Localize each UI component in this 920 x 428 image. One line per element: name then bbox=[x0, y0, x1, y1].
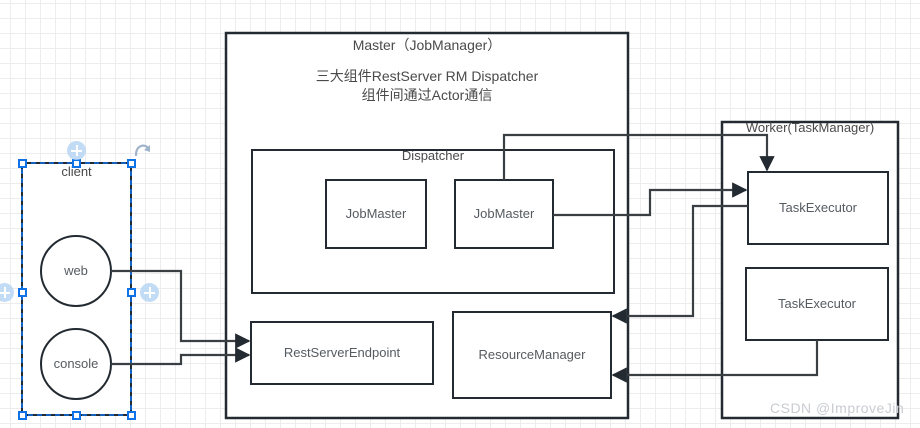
resource-manager-box[interactable] bbox=[452, 311, 612, 399]
connector-web-to-rest-server[interactable] bbox=[111, 269, 251, 349]
selection-handle-bottom-center[interactable] bbox=[72, 411, 81, 420]
selection-handle-top-center[interactable] bbox=[72, 159, 81, 168]
task-executor-box-1[interactable] bbox=[747, 171, 889, 245]
jobmaster-box-1[interactable] bbox=[325, 179, 427, 249]
connector-jobmaster-to-task-executor-1[interactable] bbox=[553, 182, 748, 217]
client-console-circle[interactable] bbox=[40, 328, 112, 400]
client-web-circle[interactable] bbox=[40, 235, 112, 307]
plus-icon-left[interactable] bbox=[0, 283, 14, 302]
jobmaster-box-2[interactable] bbox=[454, 179, 554, 249]
task-executor-box-2[interactable] bbox=[745, 267, 889, 341]
dispatcher-box[interactable] bbox=[251, 149, 615, 294]
connector-task-executor-2-to-resource-manager[interactable] bbox=[611, 340, 819, 383]
plus-icon-top[interactable] bbox=[67, 141, 86, 160]
selection-handle-bottom-left[interactable] bbox=[18, 411, 27, 420]
csdn-watermark: CSDN @ImproveJin bbox=[770, 400, 905, 416]
plus-icon-right[interactable] bbox=[140, 283, 159, 302]
selection-handle-bottom-right[interactable] bbox=[127, 411, 136, 420]
selection-handle-top-left[interactable] bbox=[18, 159, 27, 168]
rest-server-endpoint-box[interactable] bbox=[250, 321, 434, 385]
connector-dispatcher-to-task-executor-1[interactable] bbox=[502, 133, 775, 180]
selection-handle-middle-right[interactable] bbox=[127, 288, 136, 297]
connector-console-to-rest-server[interactable] bbox=[111, 347, 251, 366]
selection-handle-middle-left[interactable] bbox=[18, 288, 27, 297]
connector-task-executor-1-to-resource-manager[interactable] bbox=[611, 204, 748, 324]
selection-handle-top-right[interactable] bbox=[127, 159, 136, 168]
